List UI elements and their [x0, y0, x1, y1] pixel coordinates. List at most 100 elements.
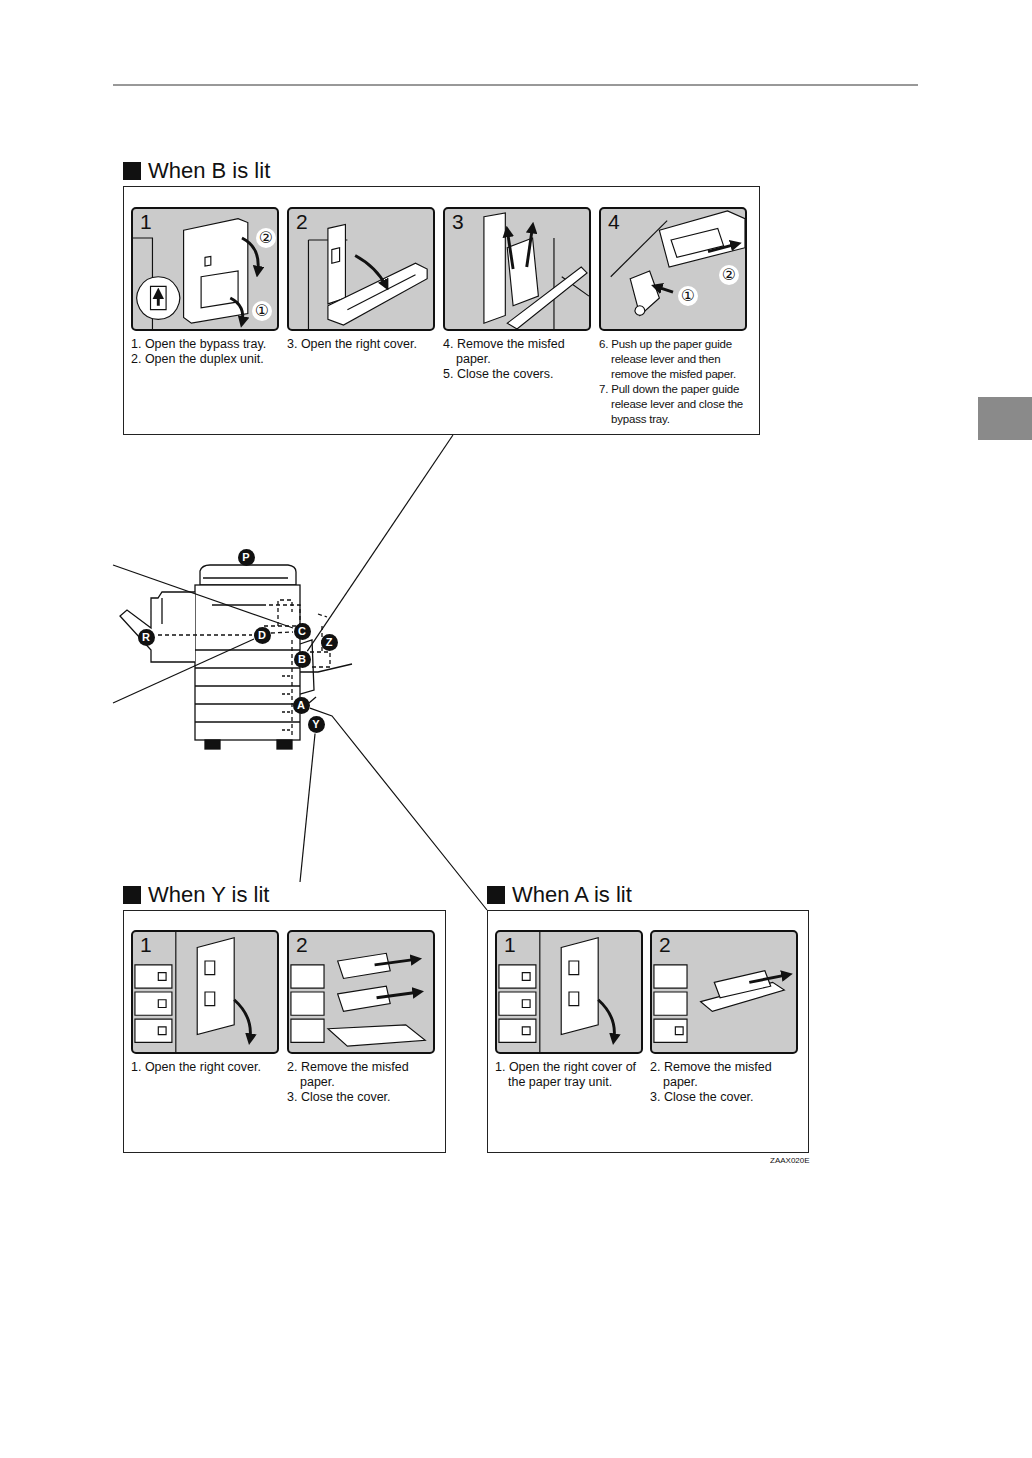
- callout-letter: C: [298, 626, 306, 637]
- step-instruction: 1. Open the bypass tray.: [131, 337, 279, 352]
- motion-arrow: [242, 238, 258, 273]
- callout-circle: Y: [308, 716, 325, 733]
- step-number: 2: [296, 210, 308, 234]
- machine-part: [175, 932, 176, 1052]
- motion-arrow: [749, 975, 788, 983]
- machine-part: [338, 953, 391, 978]
- header-rule: [113, 85, 918, 86]
- callout-circle: Z: [321, 634, 338, 651]
- step-instruction: 1. Open the right cover of the paper tra…: [495, 1060, 643, 1090]
- leader-line: [307, 435, 453, 651]
- step-sketch: [445, 209, 589, 329]
- motion-arrow: [234, 1000, 250, 1041]
- callout-circle: P: [238, 549, 255, 566]
- machine-part: [328, 224, 346, 303]
- machine-part: [569, 961, 579, 1006]
- callout-letter: D: [258, 630, 266, 641]
- step-number: 4: [608, 210, 620, 234]
- section-heading: When A is lit: [487, 882, 632, 908]
- step-number: 2: [296, 933, 308, 957]
- step-sketch: [133, 932, 277, 1052]
- callout-number: ①: [252, 301, 272, 321]
- machine-part: [671, 228, 724, 257]
- machine-part: [328, 1025, 425, 1046]
- step-instruction: 4. Remove the misfed paper.: [443, 337, 591, 367]
- machine-part: [184, 219, 248, 324]
- step-instruction: 2. Remove the misfed paper.: [650, 1060, 798, 1090]
- callout-circle: A: [293, 697, 310, 714]
- motion-arrow: [355, 255, 386, 286]
- machine-part: [137, 277, 180, 320]
- machine-part: [522, 973, 530, 1035]
- machine-part: [151, 286, 167, 309]
- step-instruction: 1. Open the right cover.: [131, 1060, 279, 1075]
- step-panel: 22. Remove the misfed paper.3. Close the…: [650, 930, 798, 1105]
- step-instruction: 3. Open the right cover.: [287, 337, 435, 352]
- machine-part: [499, 965, 536, 1042]
- step-panel: 11. Open the right cover of the paper tr…: [495, 930, 643, 1090]
- callout-letter: R: [142, 632, 150, 643]
- machine-part: [714, 971, 770, 998]
- section-box: When A is lit 11. Open the right cover of…: [487, 882, 809, 1153]
- step-illustration: 3: [443, 207, 591, 331]
- callout-letter: A: [297, 700, 305, 711]
- step-instruction: 7. Pull down the paper guide release lev…: [599, 382, 747, 427]
- machine-part: [507, 267, 587, 329]
- callout-letter: B: [298, 654, 306, 665]
- step-sketch: [289, 209, 433, 329]
- step-number: 1: [140, 210, 152, 234]
- callout-circle: D: [254, 627, 271, 644]
- section-heading: When B is lit: [123, 158, 270, 184]
- callout-letter: Y: [312, 719, 319, 730]
- machine-part: [338, 986, 391, 1011]
- motion-arrow: [708, 244, 737, 252]
- step-panel: 1 1. Open the right cover.: [131, 930, 279, 1075]
- section-heading: When Y is lit: [123, 882, 269, 908]
- step-number: 3: [452, 210, 464, 234]
- step-instruction: 6. Push up the paper guide release lever…: [599, 337, 747, 382]
- step-panel: 4 6. Push up the paper guide release leve…: [599, 207, 747, 427]
- callout-number: ①: [678, 286, 698, 306]
- heading-bullet: [123, 886, 141, 904]
- callout-letter: Z: [326, 637, 333, 648]
- leader-line: [113, 565, 293, 628]
- step-sketch: [289, 932, 433, 1052]
- step-sketch: [497, 932, 641, 1052]
- step-instruction: 2. Remove the misfed paper.: [287, 1060, 435, 1090]
- machine-part: [659, 211, 745, 267]
- step-panel: 11. Open the bypass tray.2. Open the dup…: [131, 207, 279, 367]
- machine-part: [135, 965, 172, 1042]
- machine-part: [332, 248, 340, 263]
- leader-line: [300, 733, 315, 882]
- section-title: When A is lit: [512, 882, 632, 908]
- heading-bullet: [123, 162, 141, 180]
- callout-circle: B: [294, 651, 311, 668]
- motion-arrow: [655, 286, 673, 292]
- step-instruction: 5. Close the covers.: [443, 367, 591, 382]
- step-number: 2: [659, 933, 671, 957]
- machine-part: [158, 973, 166, 1035]
- step-number: 1: [140, 933, 152, 957]
- machine-part: [197, 938, 234, 1035]
- machine-part: [205, 256, 211, 266]
- machine-part: [675, 1027, 683, 1035]
- callout-circle: R: [138, 629, 155, 646]
- figure-code: ZAAX020E: [770, 1156, 810, 1166]
- machine-part: [561, 938, 598, 1035]
- callout-number: ②: [719, 265, 739, 285]
- leader-line: [310, 708, 487, 910]
- step-illustration: 2: [287, 930, 435, 1054]
- machine-part: [484, 213, 505, 323]
- machine-part: [630, 271, 659, 316]
- step-panel: 2 3. Open the right cover.: [287, 207, 435, 352]
- callout-letter: P: [242, 552, 249, 563]
- motion-arrow: [507, 230, 513, 269]
- machine-part: [201, 271, 238, 308]
- machine-part: [654, 965, 687, 1042]
- callout-circle: C: [294, 623, 311, 640]
- heading-bullet: [487, 886, 505, 904]
- motion-arrow: [377, 992, 420, 998]
- machine-part: [291, 965, 324, 1042]
- step-illustration: 2: [287, 207, 435, 331]
